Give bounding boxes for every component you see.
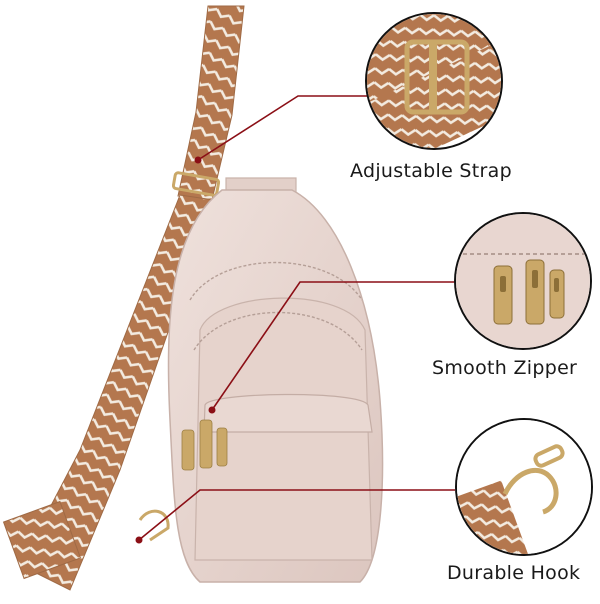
bag-zipper-pulls xyxy=(181,419,228,471)
strap-end xyxy=(2,500,82,580)
smooth-zipper-label: Smooth Zipper xyxy=(432,357,578,379)
adjustable-strap-label: Adjustable Strap xyxy=(350,160,512,182)
strap-buckle-icon xyxy=(367,14,501,148)
small-pocket xyxy=(203,393,373,433)
strap-detail-circle xyxy=(365,12,503,150)
zipper-pull-icon xyxy=(456,214,590,348)
strap-buckle xyxy=(171,171,221,197)
hook-detail-circle xyxy=(455,418,593,556)
zipper-detail-circle xyxy=(454,212,592,350)
callout-lines xyxy=(138,95,455,541)
bag-hook xyxy=(138,509,170,542)
upper-strap xyxy=(177,5,245,201)
clasp-hook-icon xyxy=(457,420,591,554)
durable-hook-label: Durable Hook xyxy=(447,562,581,584)
